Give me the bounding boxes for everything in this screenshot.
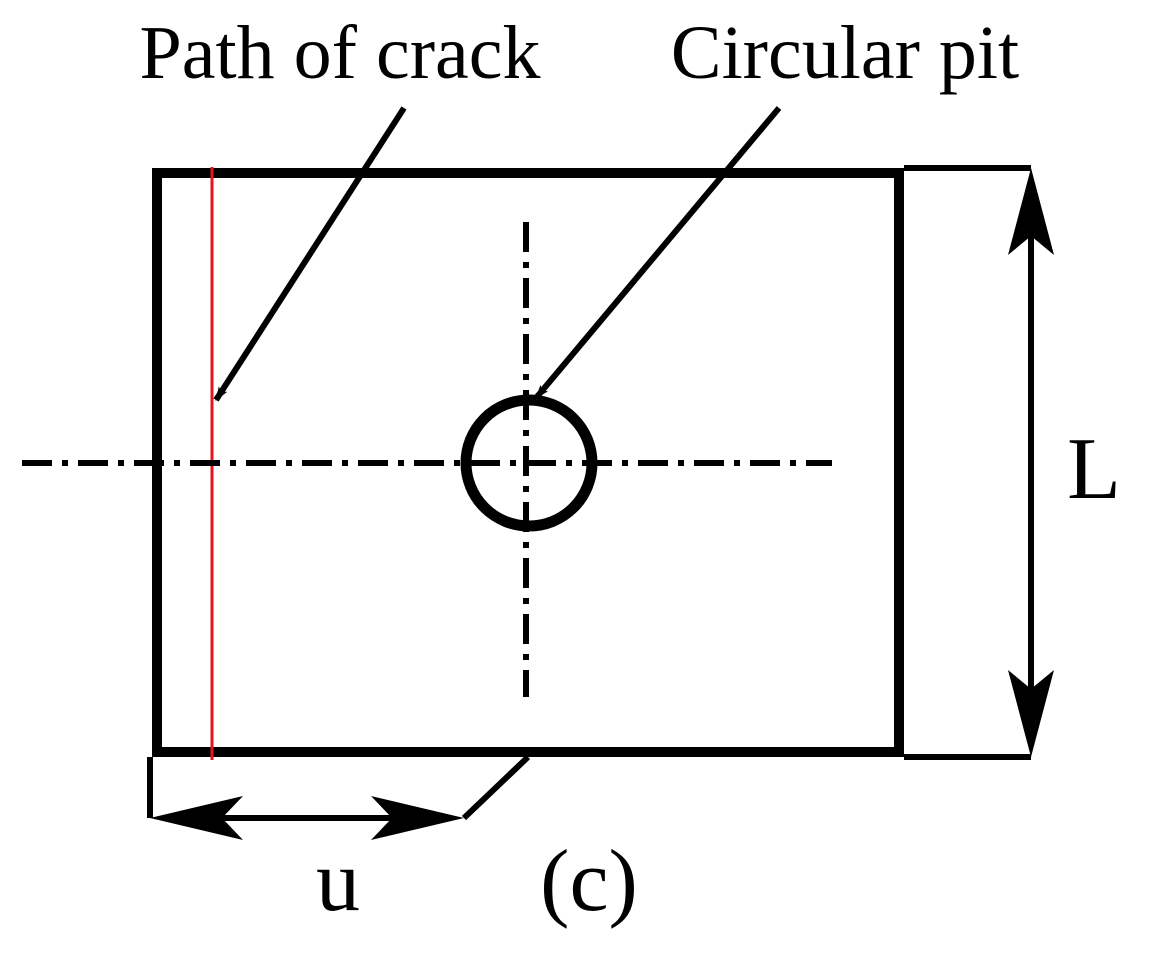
pit-leader-arrow (533, 106, 782, 400)
offset-arrowhead-right (371, 796, 464, 840)
offset-extension-diagonal (461, 754, 531, 821)
crack-leader-arrow (213, 106, 407, 402)
offset-label: u (316, 833, 360, 930)
length-label: L (1067, 421, 1121, 518)
offset-arrowhead-left (150, 796, 243, 840)
length-arrowhead-top (1008, 168, 1054, 255)
panel-label: (c) (540, 833, 638, 930)
circular-pit-label: Circular pit (671, 11, 1019, 95)
crack-path-label: Path of crack (140, 11, 541, 95)
circular-pit (460, 394, 598, 532)
length-arrowhead-bottom (1008, 670, 1054, 757)
